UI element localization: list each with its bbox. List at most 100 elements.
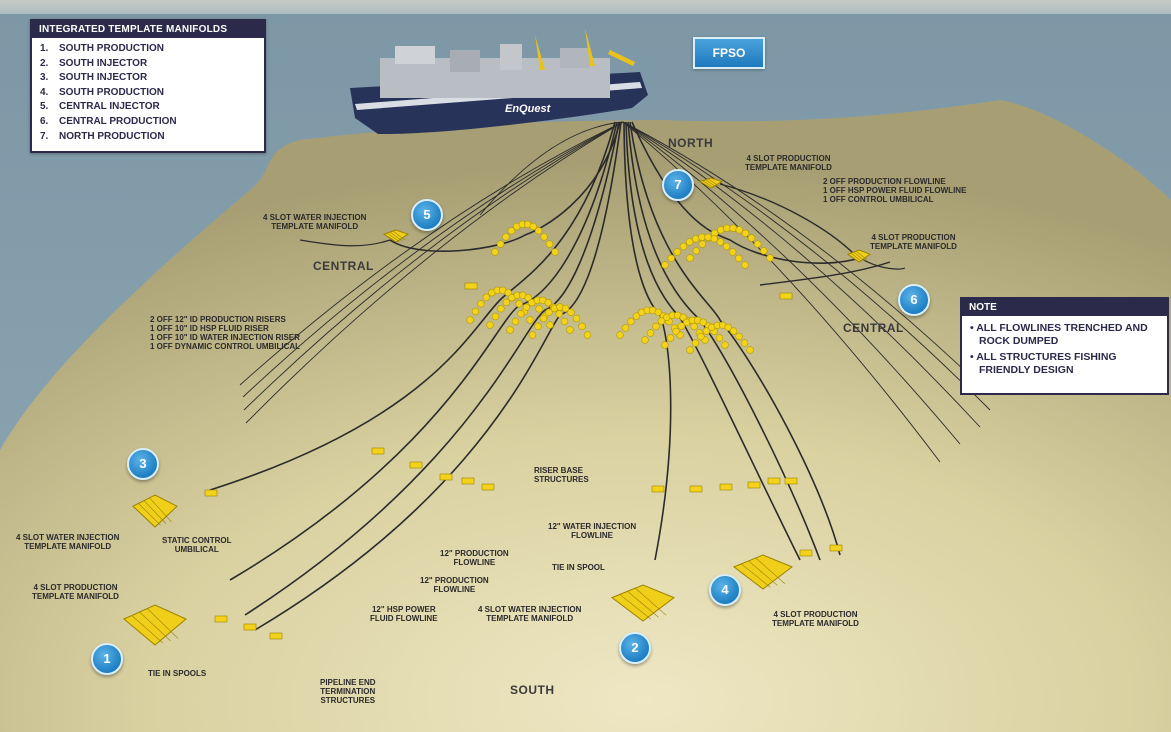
lazy-wave-riser xyxy=(629,121,841,556)
region-central-east: CENTRAL xyxy=(843,321,904,335)
buoyancy-module xyxy=(710,235,718,243)
buoyancy-module xyxy=(747,234,756,242)
label-manifold-2: 4 SLOT WATER INJECTION TEMPLATE MANIFOLD xyxy=(478,605,582,623)
buoyancy-module xyxy=(477,300,485,308)
buoyancy-module xyxy=(677,322,686,330)
riser-base-structure xyxy=(269,632,283,640)
riser-base-structure xyxy=(371,447,385,455)
buoyancy-module xyxy=(545,308,553,316)
fpso-ship: EnQuest xyxy=(350,28,648,135)
buoyancy-module xyxy=(672,327,680,336)
riser-base-structure xyxy=(779,292,793,300)
riser-base-structure xyxy=(439,473,453,481)
pipeline-network xyxy=(209,121,991,631)
manifold-badge-6: 6 xyxy=(898,284,930,316)
buoyancy-module xyxy=(741,261,749,269)
buoyancy-module xyxy=(561,304,570,313)
buoyancy-module xyxy=(652,322,660,331)
manifold-badge-4: 4 xyxy=(709,574,741,606)
buoyancy-module xyxy=(741,229,750,238)
note-item: • ALL FLOWLINES TRENCHED AND ROCK DUMPED xyxy=(970,322,1148,347)
buoyancy-module xyxy=(728,248,737,256)
template-manifold xyxy=(846,249,872,263)
buoyancy-module xyxy=(528,331,537,339)
legend-item: 3.SOUTH INJECTOR xyxy=(40,72,148,84)
label-manifold-6: 4 SLOT PRODUCTION TEMPLATE MANIFOLD xyxy=(870,233,957,251)
manifold-badge-3: 3 xyxy=(127,448,159,480)
buoyancy-module xyxy=(753,240,762,248)
buoyancy-module xyxy=(526,316,534,324)
riser-base-structure xyxy=(409,461,423,469)
riser-line xyxy=(239,121,624,386)
buoyancy-module xyxy=(746,346,754,354)
riser-base-structure xyxy=(829,544,843,552)
buoyancy-module xyxy=(735,226,743,234)
legend-item: 6.CENTRAL PRODUCTION xyxy=(40,115,177,127)
riser-line xyxy=(245,121,624,424)
label-hsp-flowline: 12" HSP POWER FLUID FLOWLINE xyxy=(370,605,438,623)
label-static-umbilical: STATIC CONTROL UMBILICAL xyxy=(162,536,232,554)
template-manifold xyxy=(382,229,410,243)
seabed-surface xyxy=(0,100,1171,732)
lazy-wave-riser xyxy=(209,121,616,491)
buoyancy-module xyxy=(692,235,700,243)
buoyancy-module xyxy=(572,314,581,323)
buoyancy-module xyxy=(555,310,563,318)
riser-line xyxy=(243,121,624,411)
riser-base-structure xyxy=(214,615,228,623)
buoyancy-module xyxy=(616,331,624,339)
riser-line xyxy=(242,121,624,398)
buoyancy-module xyxy=(545,240,554,248)
buoyancy-module xyxy=(679,313,687,321)
buoyancy-module xyxy=(522,303,531,311)
buoyancy-module xyxy=(496,240,505,248)
buoyancy-module xyxy=(529,222,537,231)
riser-base-structure xyxy=(799,549,813,557)
legend-item: 4.SOUTH PRODUCTION xyxy=(40,86,164,98)
flowline xyxy=(759,261,891,286)
riser-base-structure xyxy=(747,481,761,489)
buoyancy-module xyxy=(766,254,774,262)
buoyancy-module xyxy=(511,317,520,326)
buoyancy-module xyxy=(567,308,575,316)
buoyancy-module xyxy=(698,233,706,241)
buoyancy-module xyxy=(735,254,743,262)
buoyancy-module xyxy=(544,299,552,307)
label-tie-in-spool: TIE IN SPOOL xyxy=(552,563,605,572)
label-manifold-5: 4 SLOT WATER INJECTION TEMPLATE MANIFOLD xyxy=(263,213,367,231)
template-manifold xyxy=(610,584,676,622)
template-manifold xyxy=(123,604,187,646)
buoyancy-module xyxy=(679,242,688,251)
buoyancy-module xyxy=(578,322,586,330)
label-manifold-4: 4 SLOT PRODUCTION TEMPLATE MANIFOLD xyxy=(772,610,859,628)
buoyancy-module xyxy=(685,238,694,246)
buoyancy-module xyxy=(729,327,738,335)
legend-item: 7.NORTH PRODUCTION xyxy=(40,130,165,142)
legend-list: 1.SOUTH PRODUCTION 2.SOUTH INJECTOR 3.SO… xyxy=(32,38,264,144)
template-manifold xyxy=(132,494,178,528)
flowline xyxy=(719,183,856,256)
buoyancy-module xyxy=(661,341,669,349)
note-panel: NOTE • ALL FLOWLINES TRENCHED AND ROCK D… xyxy=(960,297,1169,395)
buoyancy-module xyxy=(524,294,532,302)
buoyancy-module xyxy=(627,317,635,326)
buoyancy-module xyxy=(502,233,510,241)
riser-base-structure xyxy=(767,477,781,485)
riser-line xyxy=(622,121,941,463)
buoyancy-module xyxy=(673,248,681,256)
buoyancy-module xyxy=(540,233,548,241)
manifold-badge-1: 1 xyxy=(91,643,123,675)
riser-base-structure xyxy=(461,477,475,485)
riser-line xyxy=(479,121,624,216)
flowline xyxy=(299,239,391,247)
riser-base-structure xyxy=(481,483,495,491)
label-manifold-1: 4 SLOT PRODUCTION TEMPLATE MANIFOLD xyxy=(32,583,119,601)
label-manifold-7: 4 SLOT PRODUCTION TEMPLATE MANIFOLD xyxy=(745,154,832,172)
buoyancy-module xyxy=(507,227,516,235)
buoyancy-module xyxy=(551,248,559,256)
label-tie-in-spools: TIE IN SPOOLS xyxy=(148,669,207,678)
riser-base-structure xyxy=(204,489,218,497)
riser-line xyxy=(622,121,981,428)
label-water-injection-flowline: 12" WATER INJECTION FLOWLINE xyxy=(548,522,637,540)
lazy-wave-riser xyxy=(254,121,622,631)
